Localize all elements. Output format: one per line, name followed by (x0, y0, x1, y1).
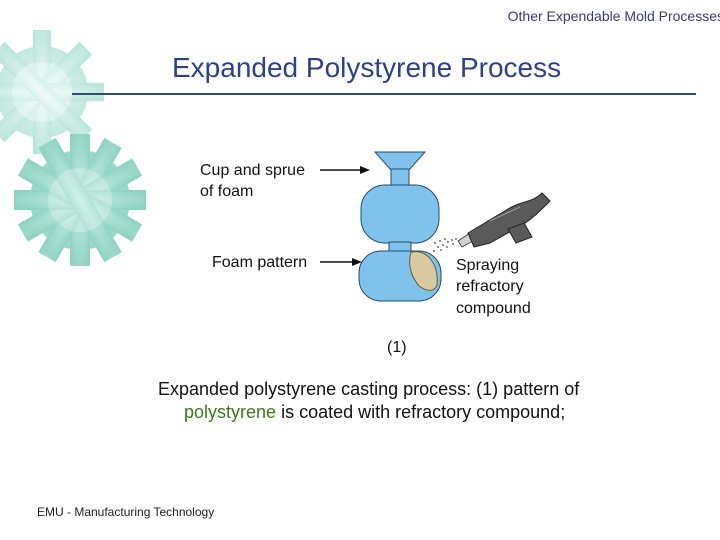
caption-line1: Expanded polystyrene casting process: (1… (158, 379, 580, 399)
process-figure: Cup and sprue of foam Foam pattern Spray… (190, 145, 560, 360)
spray-mist (433, 238, 457, 252)
gear-icon (14, 134, 146, 266)
title-divider (72, 93, 696, 95)
footer-text: EMU - Manufacturing Technology (37, 505, 215, 519)
caption-keyword: polystyrene (184, 402, 277, 423)
step-number: (1) (387, 339, 407, 356)
header-text: Other Expendable Mold Processes (507, 8, 720, 24)
figure-caption: Expanded polystyrene casting process: (1… (158, 378, 658, 425)
label-spray-line2: refractory (456, 278, 524, 295)
arrow-foam (320, 258, 362, 266)
gear-icon (0, 30, 104, 154)
label-spray-line3: compound (456, 300, 531, 317)
label-cup-line2: of foam (200, 183, 253, 200)
label-cup-line1: Cup and sprue (200, 162, 305, 179)
caption-line2: polystyrene is coated with refractory co… (158, 401, 658, 424)
label-spray-line1: Spraying (456, 257, 519, 274)
caption-line2-text: is coated with refractory compound; (276, 402, 566, 423)
foam-pattern (358, 151, 442, 302)
decorative-gears (0, 30, 150, 270)
label-foam: Foam pattern (212, 254, 307, 271)
slide-title: Expanded Polystyrene Process (172, 52, 562, 83)
spray-gun-icon (457, 192, 551, 248)
arrow-cup (320, 166, 370, 174)
